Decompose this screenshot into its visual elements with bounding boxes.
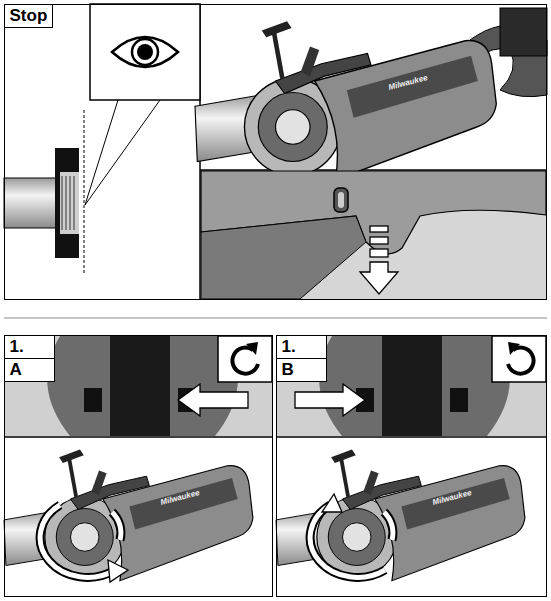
step-panel: 1.B: [276, 335, 547, 597]
step-number: Stop: [4, 4, 54, 28]
step-letter: B: [276, 358, 327, 382]
step-letter: A: [4, 358, 55, 382]
step-number: 1.: [4, 335, 55, 359]
step-number: 1.: [276, 335, 327, 359]
step-panel: 1.A: [4, 335, 273, 597]
step-panel: Stop: [4, 4, 547, 300]
